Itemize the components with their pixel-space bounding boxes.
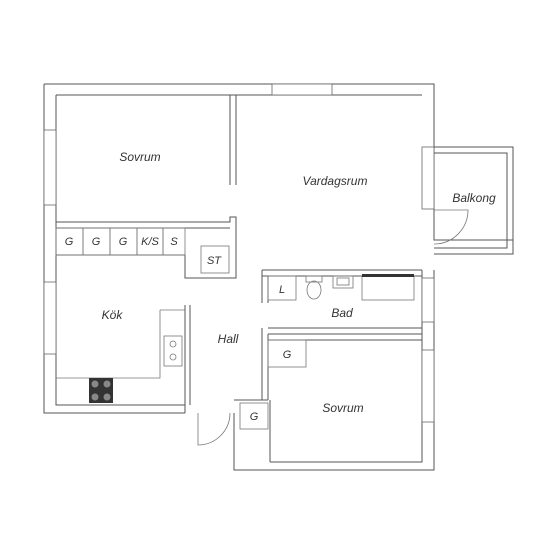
wardrobe-entry-box bbox=[239, 402, 269, 430]
wardrobe-label-2: G bbox=[92, 236, 101, 248]
wardrobe-bedroom2-label: G bbox=[283, 349, 292, 361]
wardrobe-label-1: G bbox=[65, 236, 74, 248]
interior-walls bbox=[56, 95, 422, 462]
window-bedroom1 bbox=[43, 129, 57, 206]
entry-door-swing bbox=[197, 412, 231, 446]
room-label-bedroom2: Sovrum bbox=[322, 401, 363, 415]
room-label-hall: Hall bbox=[218, 332, 239, 346]
storage-hall-label: ST bbox=[207, 255, 222, 267]
window-kitchen bbox=[43, 281, 57, 355]
outer-walls bbox=[43, 83, 514, 471]
window-living-side bbox=[421, 146, 435, 210]
wardrobe-row bbox=[55, 227, 186, 256]
shower-icon bbox=[361, 274, 415, 301]
room-label-bathroom: Bad bbox=[331, 306, 353, 320]
wardrobe-bedroom2-box bbox=[267, 339, 307, 368]
room-label-living: Vardagsrum bbox=[303, 174, 368, 188]
window-bedroom2 bbox=[421, 349, 435, 423]
room-label-balcony: Balkong bbox=[452, 191, 496, 205]
storage-hall-box bbox=[200, 245, 230, 274]
window-living bbox=[271, 83, 333, 96]
room-label-bedroom1: Sovrum bbox=[119, 150, 160, 164]
stove-icon bbox=[89, 378, 113, 403]
balcony-outline bbox=[434, 146, 514, 255]
window-bath bbox=[421, 277, 435, 323]
wardrobe-entry-label: G bbox=[250, 411, 259, 423]
room-label-kitchen: Kök bbox=[102, 308, 124, 322]
storage-label: S bbox=[170, 236, 178, 248]
toilet-icon bbox=[305, 275, 323, 300]
sink-icon bbox=[332, 275, 354, 289]
wardrobe-label-3: G bbox=[119, 236, 128, 248]
balcony-door-swing bbox=[433, 209, 469, 245]
laundry-label: L bbox=[279, 284, 285, 296]
laundry-box bbox=[267, 275, 297, 301]
fridge-freezer-label: K/S bbox=[141, 236, 159, 248]
